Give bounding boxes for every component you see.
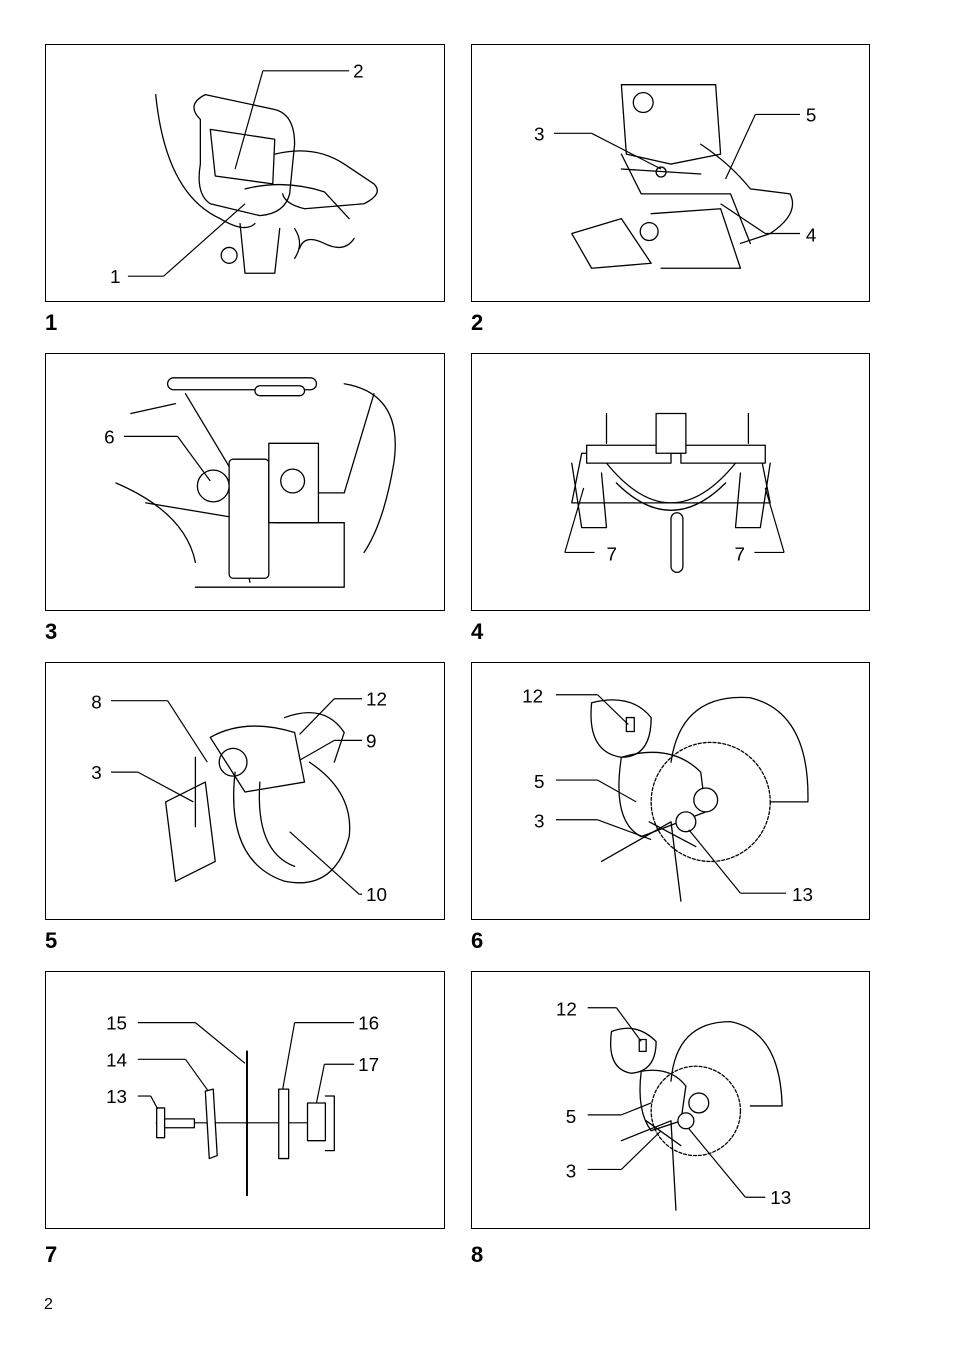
callout-13: 13 <box>770 1187 791 1208</box>
figure-8-illustration: 12 5 3 13 <box>556 999 791 1211</box>
callout-10: 10 <box>366 884 387 905</box>
figure-3-panel: 6 <box>45 353 445 611</box>
callout-13: 13 <box>792 884 813 905</box>
figure-number: 3 <box>45 619 58 644</box>
figure-number: 7 <box>45 1242 58 1267</box>
callout-8: 8 <box>91 692 101 713</box>
page-number: 2 <box>44 1296 53 1313</box>
figure-5-panel: 8 12 9 3 10 <box>45 662 445 920</box>
figure-number: 6 <box>471 928 484 953</box>
figure-6-illustration: 12 5 3 13 <box>522 686 813 905</box>
callout-9: 9 <box>366 730 376 751</box>
figure-number: 2 <box>471 310 484 335</box>
figure-6-panel: 12 5 3 13 <box>471 662 870 920</box>
figure-8-panel: 12 5 3 13 <box>471 971 870 1229</box>
figure-number: 4 <box>471 619 484 644</box>
callout-6: 6 <box>104 426 114 447</box>
callout-5: 5 <box>806 104 816 125</box>
callout-3: 3 <box>91 762 101 783</box>
figure-number: 5 <box>45 928 58 953</box>
callout-3: 3 <box>566 1160 576 1181</box>
figure-4-illustration: 7 7 <box>564 412 785 573</box>
figure-1-illustration: 2 1 <box>110 61 378 287</box>
callout-5: 5 <box>566 1106 576 1127</box>
figure-7-panel: 15 16 14 17 13 <box>45 971 445 1229</box>
figure-number: 1 <box>45 310 58 335</box>
callout-3: 3 <box>534 811 544 832</box>
callout-14: 14 <box>106 1049 127 1070</box>
callout-12: 12 <box>366 689 387 710</box>
figure-1-panel: 2 1 <box>45 44 445 302</box>
figure-4-panel: 7 7 <box>471 353 870 611</box>
callout-3: 3 <box>534 123 544 144</box>
callout-5: 5 <box>534 771 544 792</box>
figure-5-illustration: 8 12 9 3 10 <box>91 689 387 905</box>
callout-7-right: 7 <box>735 543 745 564</box>
callout-12: 12 <box>522 686 543 707</box>
callout-1: 1 <box>110 266 120 287</box>
callout-16: 16 <box>358 1013 379 1034</box>
callout-4: 4 <box>806 224 816 245</box>
callout-2: 2 <box>353 61 363 82</box>
callout-7-left: 7 <box>607 543 617 564</box>
figure-number: 8 <box>471 1242 484 1267</box>
figure-3-illustration: 6 <box>104 377 396 588</box>
figure-2-panel: 5 3 4 <box>471 44 870 302</box>
figure-7-illustration: 15 16 14 17 13 <box>106 1013 379 1197</box>
figure-2-illustration: 5 3 4 <box>534 84 816 269</box>
callout-13: 13 <box>106 1086 127 1107</box>
callout-15: 15 <box>106 1013 127 1034</box>
callout-12: 12 <box>556 999 577 1020</box>
callout-17: 17 <box>358 1054 379 1075</box>
